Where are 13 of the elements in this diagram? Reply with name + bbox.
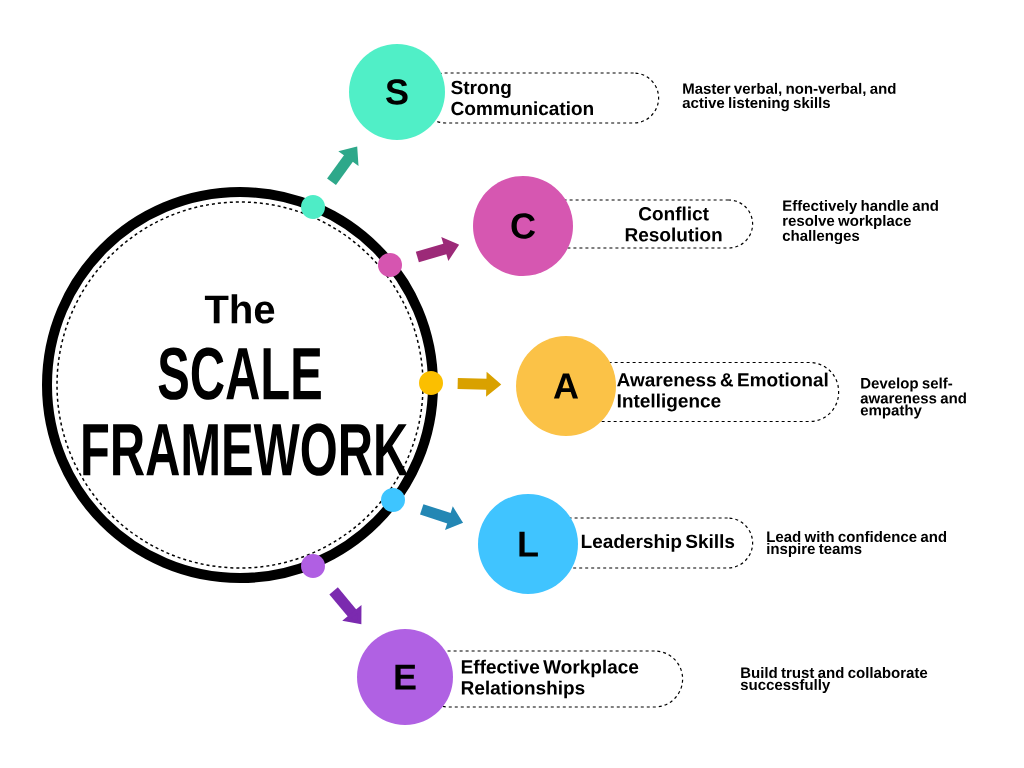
description-text: Master verbal, non-verbal, and active listening skills	[682, 82, 896, 112]
pill-label: Strong Communication	[451, 80, 593, 116]
ring-dot	[301, 554, 325, 578]
arrow	[327, 146, 359, 185]
pill-label: Leadership Skills	[581, 534, 735, 552]
pill-label: Awareness & Emotional Intelligence	[617, 372, 828, 412]
description-text: Lead with confidence and inspire teams	[767, 531, 947, 557]
description-text: Develop self-awareness and empathy	[860, 377, 966, 419]
description-text: Build trust and collaborate successfully	[740, 667, 928, 693]
ring-dot	[419, 371, 443, 395]
pill-label: Conflict Resolution	[625, 206, 722, 242]
description-text: Effectively handle and resolve workplace challenges	[782, 200, 938, 244]
pill-label: Effective Workplace Relationships	[461, 659, 639, 699]
